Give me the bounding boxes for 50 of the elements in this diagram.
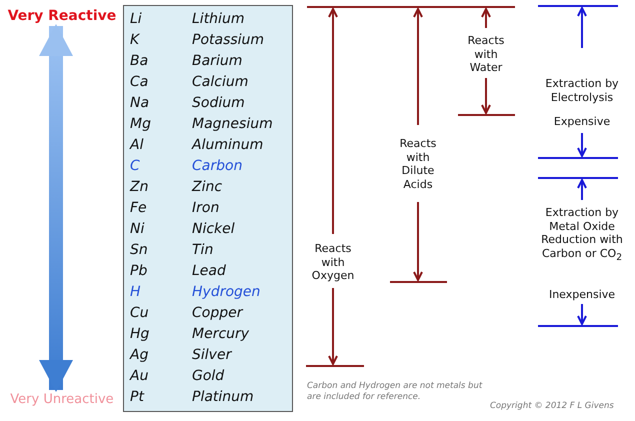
element-name: Lithium [192,11,244,27]
footnote: Carbon and Hydrogen are not metals but are included for reference. [307,381,484,403]
element-symbol: Au [130,368,148,384]
element-name: Lead [192,263,226,279]
annotation-text: Reacts with Water [466,34,506,74]
element-name: Calcium [192,74,248,90]
element-symbol: K [130,32,140,48]
element-name: Potassium [192,32,264,48]
end-label: Very Unreactive [0,392,124,407]
element-name: Nickel [192,221,235,237]
double-arrow [39,24,73,392]
copyright-text: Copyright © 2012 F L Givens [490,401,615,412]
element-name: Mercury [192,326,250,342]
element-symbol: Ni [130,221,144,237]
element-name: Hydrogen [192,284,260,300]
element-symbol: Li [130,11,142,27]
element-name: Iron [192,200,220,216]
element-symbol: C [130,158,140,174]
element-name: Gold [192,368,224,384]
element-symbol: Cu [130,305,149,321]
element-name: Tin [192,242,214,258]
element-symbol: Al [130,137,144,153]
element-symbol: Pt [130,389,144,405]
element-name: Copper [192,305,242,321]
annotation-text: Extraction by Electrolysis [544,77,620,104]
annotation-text: Reacts with Dilute Acids [398,137,438,191]
annotation-text: Extraction by Metal Oxide Reduction with Carbon or CO$_{2}$ [540,206,624,264]
element-name: Aluminum [192,137,264,153]
element-name: Magnesium [192,116,273,132]
element-name: Carbon [192,158,242,174]
annotation-text: Inexpensive [548,288,616,302]
annotation-text: Reacts with Oxygen [310,242,356,282]
element-symbol: Na [130,95,150,111]
element-symbol: Ca [130,74,148,90]
element-symbol: Pb [130,263,148,279]
end-label: Very Reactive [2,8,122,24]
element-symbol: Hg [130,326,150,342]
element-symbol: Mg [130,116,151,132]
element-name: Barium [192,53,242,69]
element-symbol: Ba [130,53,148,69]
element-name: Silver [192,347,232,363]
element-symbol: Ag [130,347,148,363]
element-symbol: Fe [130,200,147,216]
element-name: Sodium [192,95,245,111]
element-symbol: H [130,284,141,300]
annotation-text: Expensive [552,115,612,128]
element-symbol: Sn [130,242,148,258]
element-name: Zinc [192,179,222,195]
element-symbol: Zn [130,179,148,195]
element-name: Platinum [192,389,254,405]
